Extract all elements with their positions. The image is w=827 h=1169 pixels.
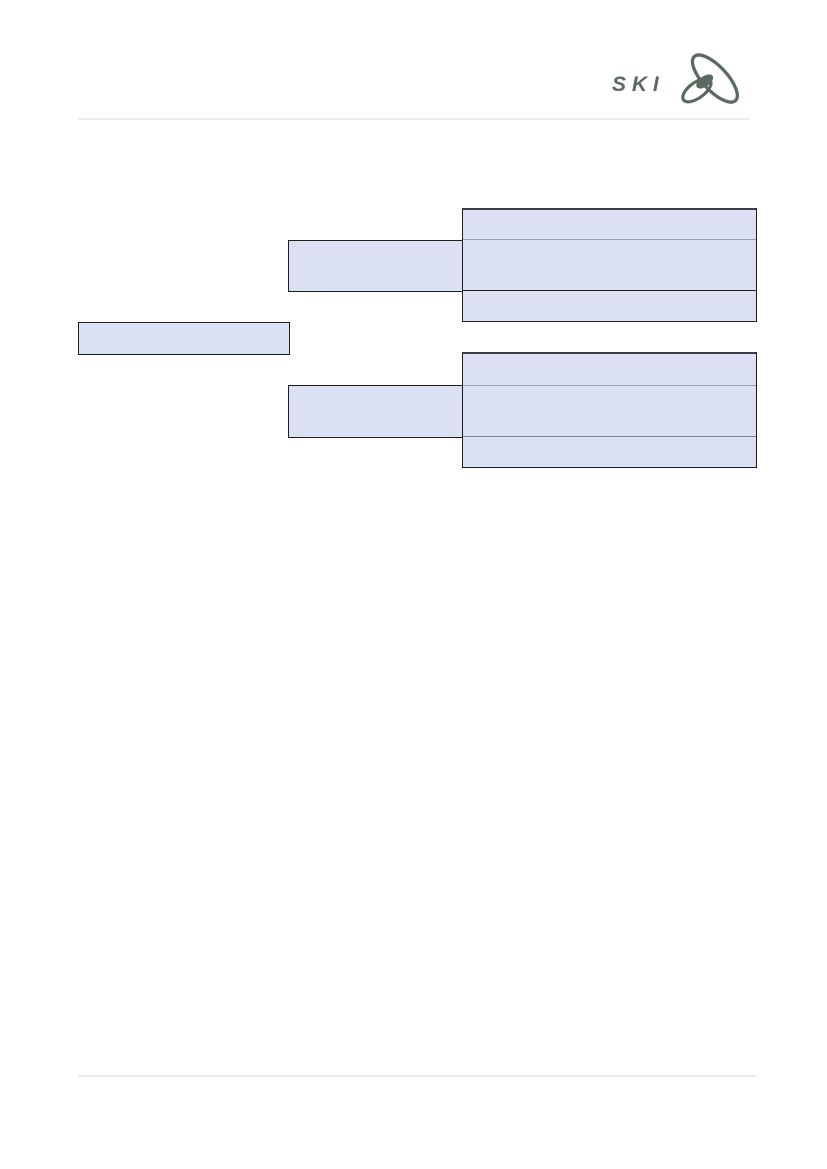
- stack-row: [463, 291, 756, 321]
- ski-logo: SKI: [612, 48, 748, 112]
- stack-row: [463, 240, 756, 291]
- figure-left-box: [78, 322, 290, 355]
- footer-rule: [78, 1075, 756, 1077]
- header-rule: [78, 118, 750, 120]
- stack-row: [463, 354, 756, 386]
- figure-right-upper-stack: [462, 208, 757, 322]
- figure-middle-lower-box: [288, 385, 464, 438]
- figure-middle-upper-box: [288, 240, 464, 292]
- stack-row: [463, 210, 756, 240]
- stack-row: [463, 437, 756, 467]
- orbit-ellipses-atom-icon: [680, 52, 739, 104]
- figure-right-lower-stack: [462, 352, 757, 468]
- stack-row: [463, 386, 756, 437]
- ski-logo-text: SKI: [612, 72, 665, 96]
